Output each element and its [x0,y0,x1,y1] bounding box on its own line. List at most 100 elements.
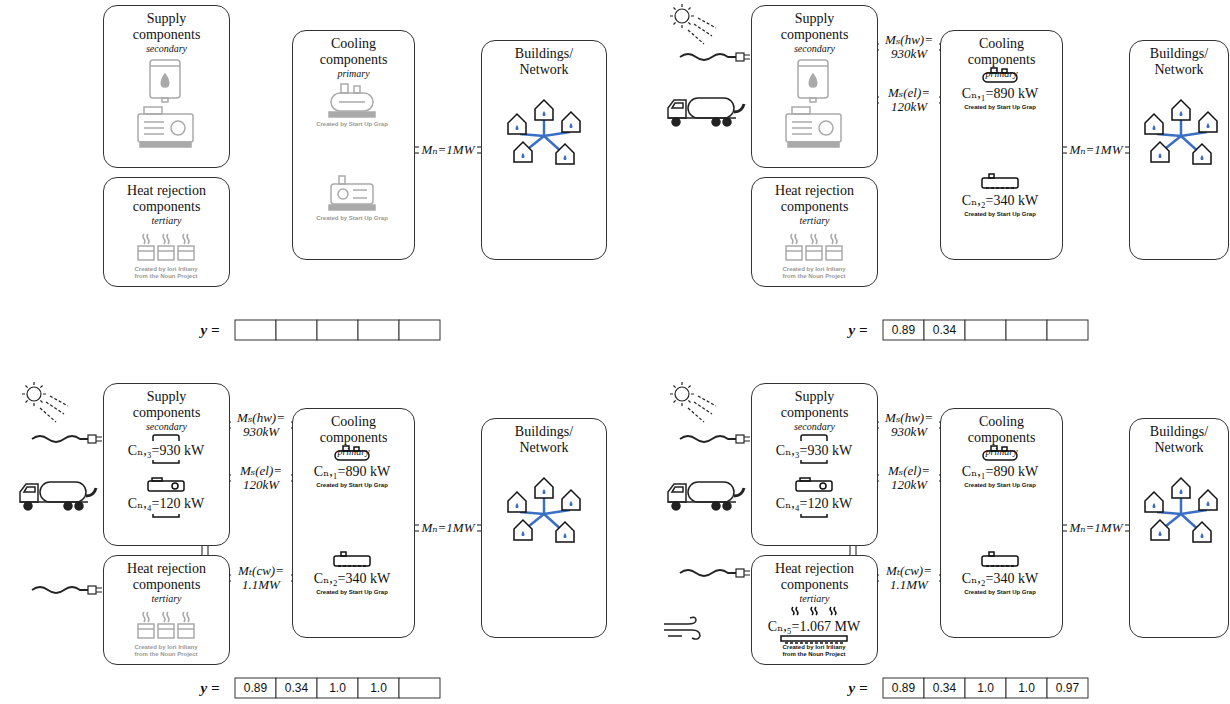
capacity-label: Cₙ,₁=890 kW [314,463,390,480]
buildings-box: Buildings/ Network [1129,418,1229,638]
water-cable-icon [32,586,102,594]
box-subtitle: tertiary [104,593,229,605]
panel-art [138,60,580,340]
supply-box: Supply componentssecondary [103,383,230,546]
icon-credit: Created by Start Up Grap [964,482,1036,489]
generator-base [153,514,179,517]
houses-icon [1145,100,1217,164]
capacity-label: Cₙ,₃=930 kW [776,442,852,459]
icon-credit: Created by Start Up Grap [316,589,388,596]
flow-label: Mₙ=1MW [419,143,476,157]
icon-credit: Created by Start Up Grap [964,589,1036,596]
vector-value: 1.0 [977,681,994,695]
dry-cooler-icon [792,607,836,615]
box-title: Cooling components [952,36,1052,68]
buildings-box: Buildings/ Network [481,40,607,260]
box-subtitle: primary [941,446,1062,458]
water-cable-icon [680,569,750,577]
icon-credit: Created by Iori Iriliany from the Noun P… [781,266,847,279]
compression-chiller-icon [334,552,370,566]
grid-cable-icon [680,53,750,61]
boiler-icon [798,60,828,102]
pipe-connector [205,546,206,555]
box-subtitle: primary [293,446,414,458]
icon-credit: Created by Start Up Grap [316,121,388,128]
cooling-tower-icon [138,612,194,638]
fuel-truck-icon [668,482,744,510]
generator-base [801,514,827,517]
pipe-connector [853,546,854,555]
vector-cells [883,678,1088,698]
cooling-box: Cooling componentsprimary [940,30,1063,260]
compression-chiller-icon [982,174,1018,188]
box-subtitle: secondary [104,421,229,433]
cooling-box: Cooling componentsprimary [940,408,1063,638]
box-title: Buildings/ Network [1130,46,1228,78]
capacity-label: Cₙ,₄=120 kW [776,495,852,512]
capacity-label: Cₙ,₅=1.067 MW [768,618,860,635]
generator-icon [796,478,832,491]
vector-value: 0.89 [244,681,267,695]
boiler-base [801,460,827,463]
capacity-label: Cₙ,₂=340 kW [962,192,1038,209]
sun-icon [670,4,716,44]
flow-label: Mₛ(hw)= 930kW [231,411,291,440]
compression-chiller-icon [982,552,1018,566]
flow-label: Mₛ(el)= 120kW [231,464,291,493]
capacity-label: Cₙ,₃=930 kW [128,442,204,459]
vector-symbol: y = [201,680,220,697]
panel-art [20,382,580,698]
flow-label: Mₜ(cw)= 1.1MW [879,564,939,593]
flow-label: Mₛ(hw)= 930kW [879,33,939,62]
box-title: Heat rejection components [117,183,217,215]
houses-icon [508,100,580,164]
buildings-box: Buildings/ Network [481,418,607,638]
box-title: Cooling components [304,414,404,446]
capacity-label: Cₙ,₂=340 kW [962,570,1038,587]
box-subtitle: primary [941,68,1062,80]
cooling-box: Cooling componentsprimary [292,30,415,260]
box-title: Heat rejection components [765,561,865,593]
box-title: Supply components [765,389,865,421]
flow-label: Mₛ(hw)= 930kW [879,411,939,440]
box-subtitle: tertiary [752,215,877,227]
capacity-label: Cₙ,₂=340 kW [314,570,390,587]
vector-symbol: y = [849,680,868,697]
box-title: Buildings/ Network [1130,424,1228,456]
pipe-wall [849,546,857,555]
flow-label: Mₙ=1MW [1067,143,1124,157]
capacity-label: Cₙ,₁=890 kW [962,463,1038,480]
cooling-tower-icon [786,234,842,260]
box-title: Supply components [117,389,217,421]
fuel-truck-icon [20,482,96,510]
boiler-base [153,460,179,463]
vector-cells [883,320,1088,340]
grid-cable-icon [680,435,750,443]
panel-art [664,382,1217,698]
compression-chiller-icon [329,176,375,210]
houses-icon [508,478,580,542]
vector-value: 0.97 [1056,681,1079,695]
icon-credit: Created by Start Up Grap [316,482,388,489]
vector-symbol: y = [849,322,868,339]
box-subtitle: tertiary [104,215,229,227]
vector-value: 0.34 [933,323,956,337]
flow-label: Mₛ(el)= 120kW [879,464,939,493]
box-title: Supply components [117,11,217,43]
boiler-icon [150,60,180,102]
generator-icon [148,478,184,491]
capacity-label: Cₙ,₁=890 kW [962,85,1038,102]
generator-icon [138,107,193,147]
box-subtitle: secondary [752,421,877,433]
icon-credit: Created by Iori Iriliany from the Noun P… [781,644,847,657]
sun-icon [22,382,68,422]
vector-cells [235,678,440,698]
box-subtitle: secondary [104,43,229,55]
icon-credit: Created by Iori Iriliany from the Noun P… [133,644,199,657]
box-title: Supply components [765,11,865,43]
vector-symbol: y = [201,322,220,339]
grid-cable-icon [32,435,102,443]
box-title: Cooling components [952,414,1052,446]
flow-label: Mₛ(el)= 120kW [879,86,939,115]
vector-value: 0.34 [933,681,956,695]
